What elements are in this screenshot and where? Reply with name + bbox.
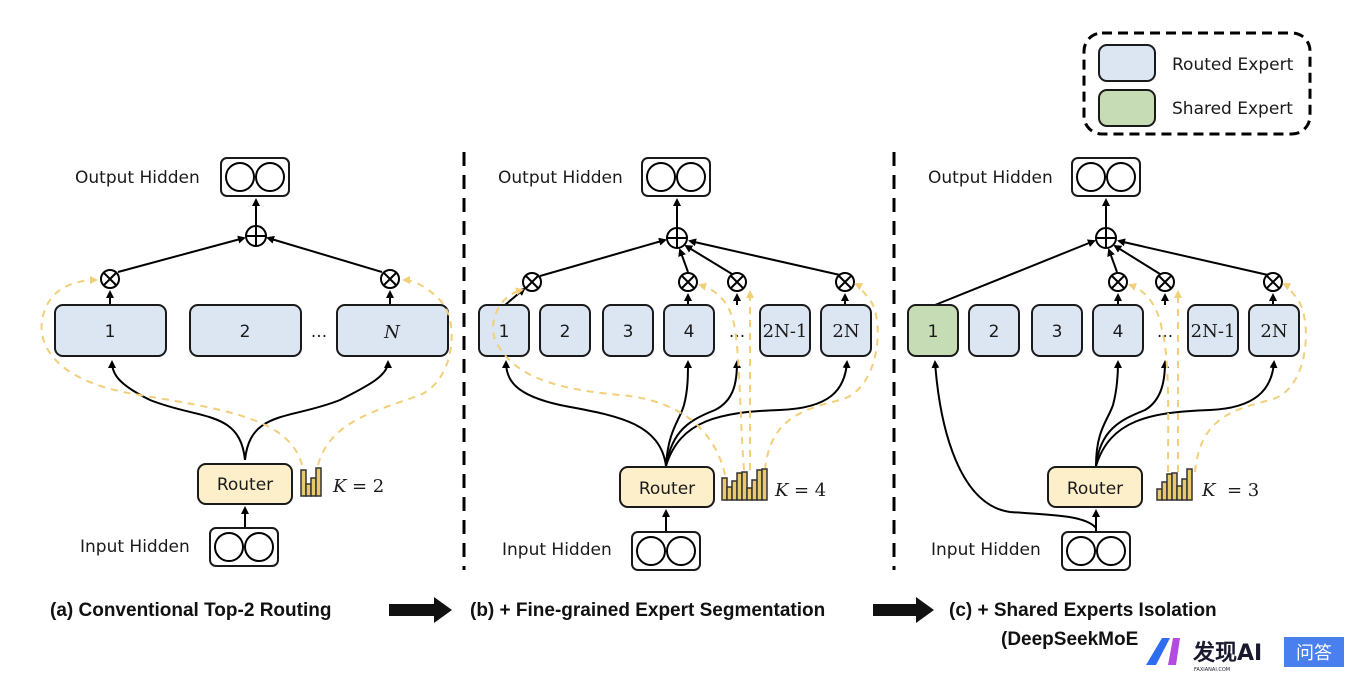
output-hidden-vector [641, 157, 711, 197]
router-box [1047, 466, 1143, 508]
output-hidden-vector [1071, 157, 1141, 197]
routed-expert-box [968, 304, 1020, 357]
routed-expert-box [478, 304, 530, 357]
ellipsis: ... [311, 322, 327, 342]
routed-expert-box [336, 304, 449, 357]
brand-logo-icon [1146, 638, 1170, 665]
k-symbol: K [1201, 480, 1217, 501]
sum-operator-icon [245, 225, 267, 247]
routed-expert-box [820, 304, 872, 357]
caption-a: (a) Conventional Top-2 Routing [50, 600, 331, 621]
routed-expert-box [602, 304, 654, 357]
progression-arrow-icon [389, 597, 452, 623]
expert-label: 4 [684, 322, 695, 342]
expert-label: 2 [240, 322, 251, 342]
legend-shared-label: Shared Expert [1172, 99, 1293, 119]
multiply-operator-icon [522, 272, 542, 292]
ellipsis: ... [729, 322, 745, 342]
caption-c-line2: (DeepSeekMoE) [1001, 629, 1145, 650]
panel-a: Output Hidden 1 2 ... N [40, 157, 453, 567]
legend-routed-label: Routed Expert [1172, 55, 1294, 75]
router-histogram-icon [1156, 468, 1193, 501]
expert-label: 1 [499, 322, 510, 342]
watermark: 发现AI FAXIANAI.COM 问答 [1138, 630, 1359, 677]
routed-expert-box [759, 304, 811, 357]
router-histogram-icon [721, 468, 768, 501]
routed-expert-box [663, 304, 715, 357]
router-label: Router [1067, 479, 1123, 499]
multiply-operator-icon [1155, 272, 1175, 292]
expert-label: 1 [928, 322, 939, 342]
caption-c: (c) + Shared Experts Isolation [949, 600, 1217, 621]
routed-expert-box [1031, 304, 1083, 357]
expert-label: 1 [105, 322, 116, 342]
brand-sub: FAXIANAI.COM [1194, 667, 1230, 673]
multiply-operator-icon [1263, 272, 1283, 292]
routed-expert-box [1187, 304, 1239, 357]
routed-expert-box [539, 304, 591, 357]
multiply-operator-icon [1108, 272, 1128, 292]
k-value: = 3 [1227, 480, 1259, 501]
ellipsis: ... [1157, 322, 1173, 342]
router-box [619, 466, 715, 508]
multiply-operator-icon [380, 269, 400, 289]
panel-c: Output Hidden 1 2 3 4 ... 2N-1 [907, 157, 1307, 571]
sum-operator-icon [1095, 227, 1117, 249]
router-label: Router [217, 475, 273, 495]
legend-routed-swatch [1098, 44, 1156, 82]
output-hidden-vector [220, 157, 290, 197]
routed-expert-box [1248, 304, 1300, 357]
expert-label: 2N-1 [1191, 321, 1236, 342]
k-value: = 4 [794, 480, 826, 501]
shared-expert-box [907, 304, 959, 357]
input-hidden-vector [1061, 531, 1131, 571]
expert-label: N [383, 322, 401, 343]
output-hidden-label: Output Hidden [498, 168, 623, 188]
router-histogram-icon [300, 467, 322, 497]
routed-expert-box [54, 304, 167, 357]
multiply-operator-icon [835, 272, 855, 292]
expert-label: 4 [1113, 322, 1124, 342]
legend-shared-swatch [1098, 89, 1156, 127]
sum-operator-icon [666, 227, 688, 249]
expert-label: 2N-1 [763, 321, 808, 342]
progression-arrow-icon [873, 597, 934, 623]
expert-label: 2 [560, 322, 571, 342]
expert-label: 3 [623, 322, 634, 342]
input-hidden-label: Input Hidden [502, 540, 612, 560]
brand-name: 发现AI [1192, 640, 1262, 666]
k-value: = 2 [352, 476, 384, 497]
output-hidden-label: Output Hidden [75, 168, 200, 188]
multiply-operator-icon [678, 272, 698, 292]
legend: Routed Expert Shared Expert [1082, 31, 1312, 136]
expert-label: 3 [1052, 322, 1063, 342]
routed-expert-box [189, 304, 302, 357]
qa-badge[interactable] [1284, 637, 1344, 667]
input-hidden-vector [631, 531, 701, 571]
input-hidden-vector [209, 527, 279, 567]
k-symbol: K [332, 476, 348, 497]
input-hidden-label: Input Hidden [80, 537, 190, 557]
expert-label: 2 [989, 322, 1000, 342]
k-symbol: K [774, 480, 790, 501]
caption-b: (b) + Fine-grained Expert Segmentation [470, 600, 825, 621]
multiply-operator-icon [100, 269, 120, 289]
routed-expert-box [1092, 304, 1144, 357]
router-label: Router [639, 479, 695, 499]
expert-label: 2N [832, 321, 859, 342]
multiply-operator-icon [727, 272, 747, 292]
expert-label: 2N [1260, 321, 1287, 342]
output-hidden-label: Output Hidden [928, 168, 1053, 188]
router-box [197, 463, 293, 505]
input-hidden-label: Input Hidden [931, 540, 1041, 560]
qa-badge-label: 问答 [1296, 643, 1332, 664]
panel-b: Output Hidden 1 2 3 4 ... [478, 157, 879, 571]
